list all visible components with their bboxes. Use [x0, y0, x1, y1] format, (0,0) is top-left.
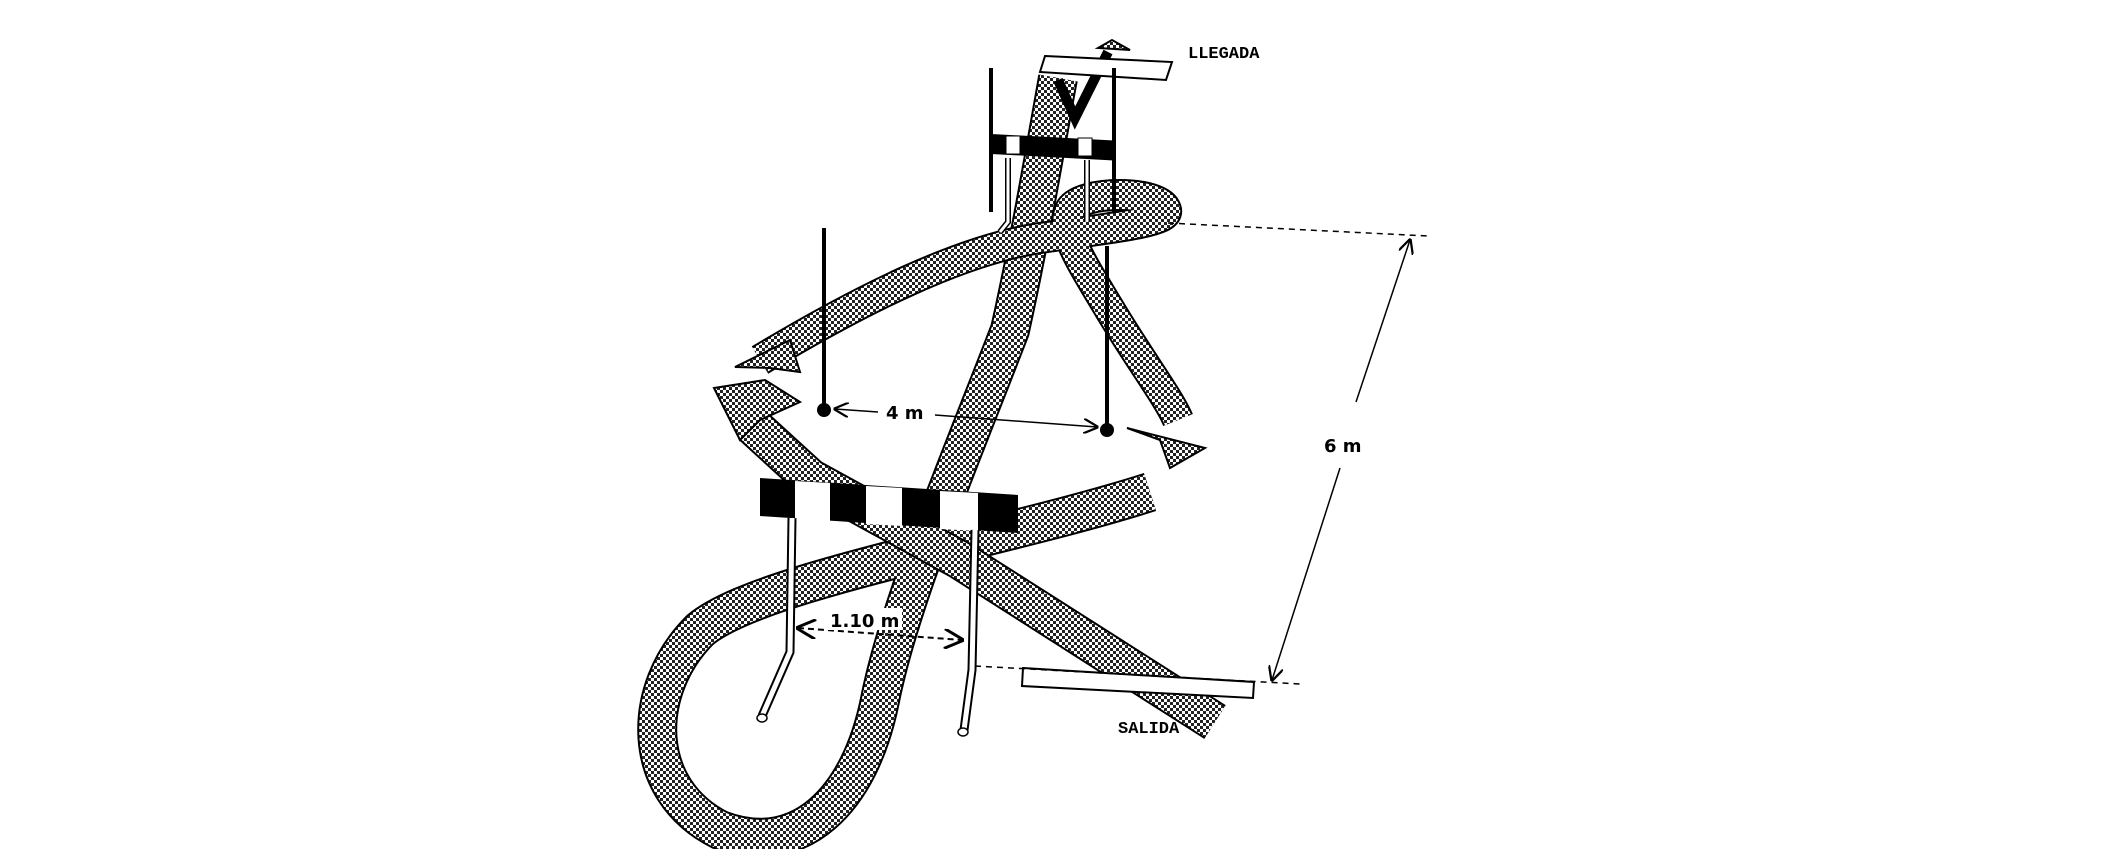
length-arrow-top — [1355, 240, 1410, 403]
finish-plank — [1038, 54, 1174, 82]
right-arrowhead — [1126, 427, 1208, 470]
start-label: SALIDA — [1118, 720, 1180, 739]
pole-spacing-arrow-right — [934, 414, 1097, 427]
top-hurdle — [989, 68, 1116, 234]
left-lower-arrowhead — [712, 378, 803, 442]
left-upper-arrowhead — [734, 338, 802, 374]
main-hurdle — [756, 478, 1018, 737]
track-loop-to-finish — [637, 38, 1157, 849]
top-reference-line — [1167, 222, 1429, 237]
pole-spacing-label: 4 m — [886, 403, 924, 424]
length-label: 6 m — [1324, 436, 1362, 457]
left-pole-base — [817, 403, 831, 417]
right-pole-base — [1100, 423, 1114, 437]
length-arrow-bottom — [1272, 467, 1341, 680]
finish-label: LLEGADA — [1188, 45, 1260, 64]
hurdle-width-label: 1.10 m — [830, 611, 899, 632]
pole-spacing-arrow-left — [835, 409, 879, 412]
hurdle-width-arrow — [798, 628, 962, 640]
finish-arrowhead — [1094, 38, 1131, 51]
track-upper-arc — [734, 179, 1208, 470]
